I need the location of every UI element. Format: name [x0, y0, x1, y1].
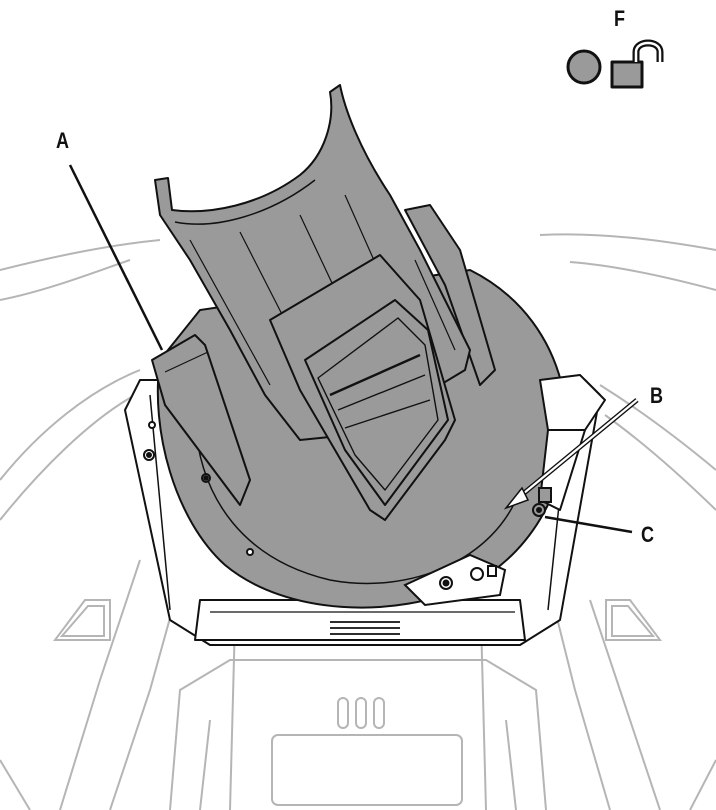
unlocked-padlock-icon	[610, 39, 664, 89]
leader-line-a	[68, 164, 164, 351]
lock-closed-circle-icon	[566, 49, 602, 85]
seat-cushion	[269, 254, 456, 521]
vehicle-body-outline	[0, 233, 716, 810]
leader-arrow-b	[503, 398, 639, 510]
console-vent-slots	[337, 697, 385, 729]
callout-label-c: C	[641, 522, 655, 547]
callout-label-b: B	[650, 383, 664, 408]
callout-leaders	[68, 164, 633, 534]
callout-label-f: F	[614, 6, 626, 31]
left-bracket	[151, 334, 251, 506]
callout-label-a: A	[56, 128, 70, 153]
leader-line-c	[544, 515, 633, 534]
latch-pin	[532, 487, 552, 517]
